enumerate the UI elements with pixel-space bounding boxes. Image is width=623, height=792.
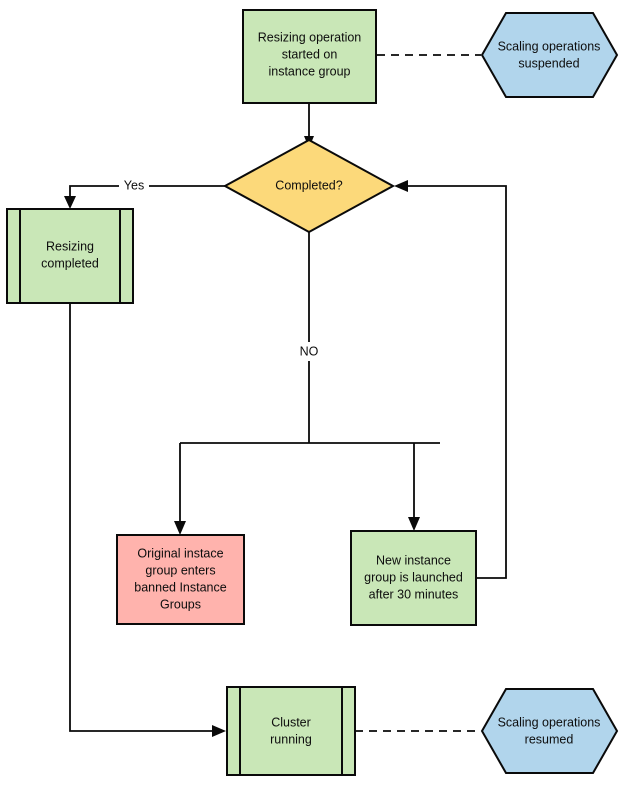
node-scaling-resumed-line-0: Scaling operations: [498, 715, 601, 729]
node-resizing-started[interactable]: Resizing operation started on instance g…: [242, 9, 377, 104]
node-cluster-running[interactable]: Cluster running: [226, 686, 356, 776]
edge-branch-to-new-group: [408, 443, 420, 531]
node-resizing-started-line-2: instance group: [268, 64, 350, 78]
edge-new-group-feedback: [394, 180, 507, 579]
node-new-instance-group-line-1: group is launched: [364, 570, 463, 584]
node-new-instance-group[interactable]: New instance group is launched after 30 …: [350, 530, 477, 626]
node-scaling-suspended-line-0: Scaling operations: [498, 39, 601, 53]
edge-label-yes: Yes: [124, 178, 144, 192]
edge-decision-no: NO: [293, 232, 326, 443]
node-completed-decision[interactable]: Completed?: [222, 138, 396, 234]
edge-resizing-completed-to-cluster: [69, 303, 226, 737]
node-original-banned-line-1: group enters: [145, 563, 215, 577]
node-completed-decision-label: Completed?: [275, 178, 342, 192]
node-scaling-suspended[interactable]: Scaling operations suspended: [480, 12, 619, 98]
node-original-banned-line-0: Original instace: [137, 546, 223, 560]
node-original-banned-line-3: Groups: [160, 597, 201, 611]
node-scaling-resumed[interactable]: Scaling operations resumed: [480, 688, 619, 774]
node-scaling-resumed-line-1: resumed: [525, 732, 574, 746]
node-resizing-completed-line-0: Resizing: [46, 239, 94, 253]
node-scaling-suspended-line-1: suspended: [518, 56, 579, 70]
node-resizing-started-line-1: started on: [282, 47, 338, 61]
node-resizing-completed[interactable]: Resizing completed: [6, 208, 134, 304]
edge-decision-yes: Yes: [64, 177, 226, 209]
node-resizing-started-line-0: Resizing operation: [258, 30, 362, 44]
node-cluster-running-line-0: Cluster: [271, 715, 311, 729]
edge-branch-to-banned: [174, 443, 186, 535]
node-new-instance-group-line-2: after 30 minutes: [369, 587, 459, 601]
node-original-banned-line-2: banned Instance: [134, 580, 226, 594]
node-resizing-completed-line-1: completed: [41, 256, 99, 270]
edge-label-no: NO: [300, 344, 319, 358]
node-cluster-running-line-1: running: [270, 732, 312, 746]
node-original-banned[interactable]: Original instace group enters banned Ins…: [116, 534, 245, 625]
node-new-instance-group-line-0: New instance: [376, 553, 451, 567]
